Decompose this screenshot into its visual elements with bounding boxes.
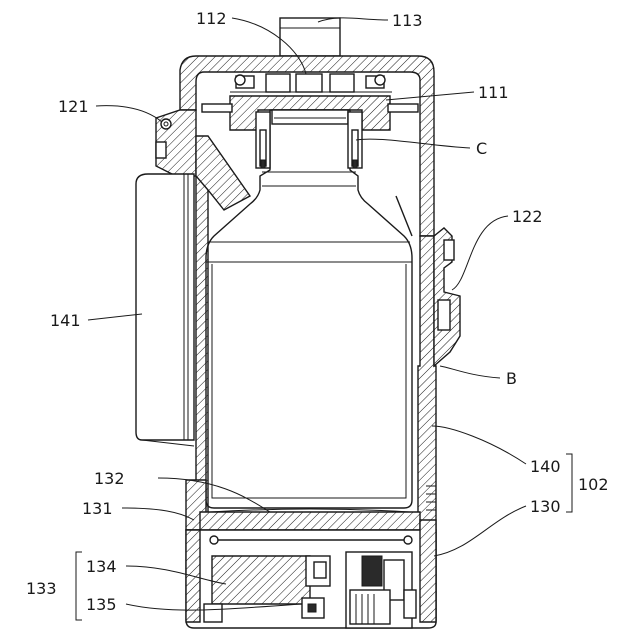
- connector-113: [280, 18, 340, 56]
- label-111: 111: [478, 83, 509, 102]
- top-fittings-112: [230, 74, 392, 92]
- label-133: 133: [26, 579, 57, 598]
- label-112: 112: [196, 9, 227, 28]
- label-b: B: [506, 369, 517, 388]
- side-latch-122: [434, 228, 460, 366]
- label-134: 134: [86, 557, 117, 576]
- label-102: 102: [578, 475, 609, 494]
- label-135: 135: [86, 595, 117, 614]
- label-121: 121: [58, 97, 89, 116]
- label-130: 130: [530, 497, 561, 516]
- label-131: 131: [82, 499, 113, 518]
- label-141: 141: [50, 311, 81, 330]
- bottle: [206, 110, 412, 508]
- label-140: 140: [530, 457, 561, 476]
- base-130: [186, 480, 436, 628]
- side-module-141: [136, 174, 194, 446]
- label-122: 122: [512, 207, 543, 226]
- label-c: C: [476, 139, 487, 158]
- label-132: 132: [94, 469, 125, 488]
- label-113: 113: [392, 11, 423, 30]
